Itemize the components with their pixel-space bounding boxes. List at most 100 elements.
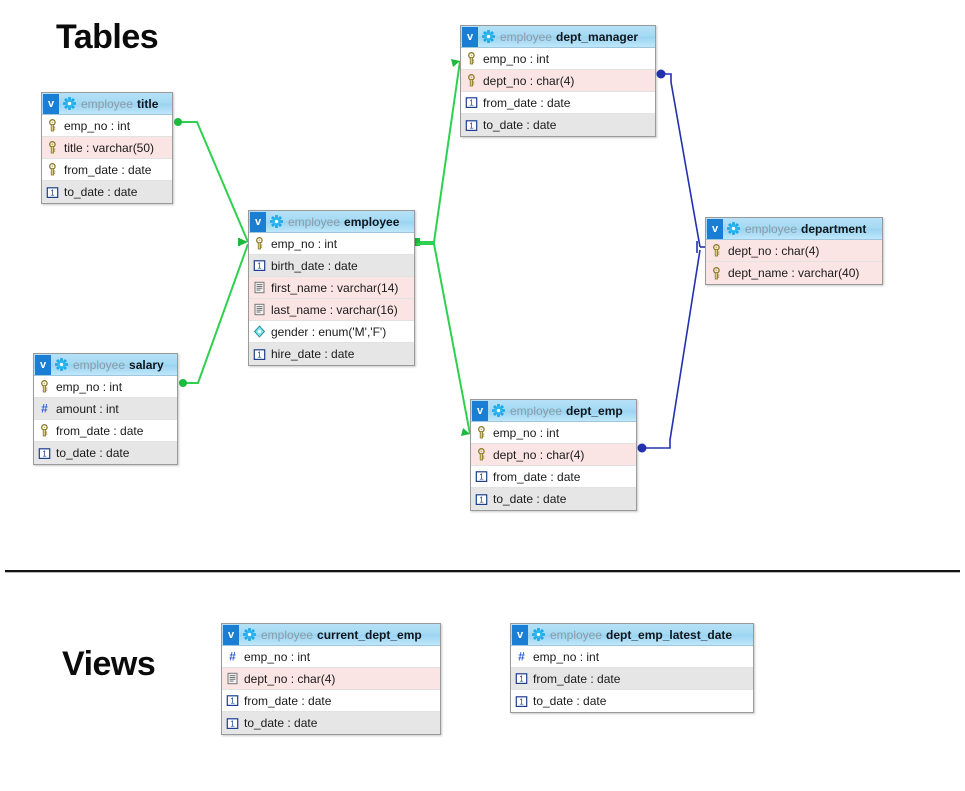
column-row[interactable]: #emp_no : int <box>511 646 753 668</box>
column-label: emp_no : int <box>533 649 600 664</box>
column-label: from_date : date <box>244 693 332 708</box>
column-row[interactable]: dept_no : char(4) <box>471 444 636 466</box>
column-row[interactable]: 1 from_date : date <box>471 466 636 488</box>
column-row[interactable]: #emp_no : int <box>222 646 440 668</box>
svg-text:1: 1 <box>50 188 55 197</box>
column-row[interactable]: dept_name : varchar(40) <box>706 262 882 284</box>
gear-icon <box>243 628 256 641</box>
view-badge-icon: v <box>462 26 478 47</box>
column-label: to_date : date <box>56 446 130 460</box>
key-icon <box>478 448 485 461</box>
gear-icon <box>492 404 505 417</box>
date-icon: 1 <box>475 471 488 483</box>
svg-text:#: # <box>41 402 48 415</box>
column-label: dept_no : char(4) <box>728 243 820 258</box>
text-icon <box>227 672 238 685</box>
column-row[interactable]: 1 from_date : date <box>222 690 440 712</box>
date-icon: 1 <box>515 695 528 707</box>
svg-text:1: 1 <box>479 472 484 481</box>
entity-schema-name: employee <box>81 96 134 111</box>
column-row[interactable]: emp_no : int <box>34 376 177 398</box>
entity-table-name: dept_emp <box>566 403 623 418</box>
column-row[interactable]: gender : enum('M','F') <box>249 321 414 343</box>
gear-icon <box>63 97 76 110</box>
svg-text:1: 1 <box>230 719 235 728</box>
date-icon: 1 <box>226 695 239 707</box>
date-icon: 1 <box>465 97 478 109</box>
entity-schema-name: employee <box>261 627 314 642</box>
column-row[interactable]: #amount : int <box>34 398 177 420</box>
column-label: from_date : date <box>56 423 144 438</box>
key-icon <box>468 74 475 87</box>
column-row[interactable]: last_name : varchar(16) <box>249 299 414 321</box>
key-icon <box>49 163 56 176</box>
connector-salary-employee <box>179 243 249 387</box>
column-label: emp_no : int <box>56 379 123 394</box>
gear-icon <box>482 30 495 43</box>
column-label: from_date : date <box>493 469 581 484</box>
tables-section-title: Tables <box>56 18 159 56</box>
column-row[interactable]: from_date : date <box>42 159 172 181</box>
column-row[interactable]: emp_no : int <box>249 233 414 255</box>
column-row[interactable]: dept_no : char(4) <box>222 668 440 690</box>
column-label: emp_no : int <box>244 649 311 664</box>
connector-title-employee <box>174 118 249 246</box>
key-icon <box>41 424 48 437</box>
column-row[interactable]: emp_no : int <box>461 48 655 70</box>
column-row[interactable]: from_date : date <box>34 420 177 442</box>
column-row[interactable]: first_name : varchar(14) <box>249 277 414 299</box>
entity-schema-name: employee <box>550 627 603 642</box>
date-icon: 1 <box>46 186 59 198</box>
column-row[interactable]: emp_no : int <box>471 422 636 444</box>
text-icon <box>254 303 265 316</box>
entity-schema-name: employee <box>288 214 341 229</box>
gear-icon <box>727 222 740 235</box>
column-row[interactable]: dept_no : char(4) <box>706 240 882 262</box>
entity-table-name: title <box>137 96 159 111</box>
column-label: from_date : date <box>533 671 621 686</box>
column-label: birth_date : date <box>271 258 358 273</box>
views-section-title: Views <box>62 645 156 683</box>
key-icon <box>49 119 56 132</box>
column-row[interactable]: dept_no : char(4) <box>461 70 655 92</box>
entity-table-name: dept_emp_latest_date <box>606 627 733 642</box>
column-label: dept_no : char(4) <box>493 447 585 462</box>
entity-table-name: department <box>801 221 867 236</box>
column-label: title : varchar(50) <box>64 140 155 155</box>
key-icon <box>256 237 263 250</box>
view-badge-icon: v <box>472 400 488 421</box>
key-icon <box>468 52 475 65</box>
entity-table-name: salary <box>129 357 164 372</box>
entity-table-name: current_dept_emp <box>317 627 422 642</box>
column-row[interactable]: emp_no : int <box>42 115 172 137</box>
column-row[interactable]: title : varchar(50) <box>42 137 172 159</box>
column-label: from_date : date <box>64 162 152 177</box>
key-icon <box>713 266 720 279</box>
